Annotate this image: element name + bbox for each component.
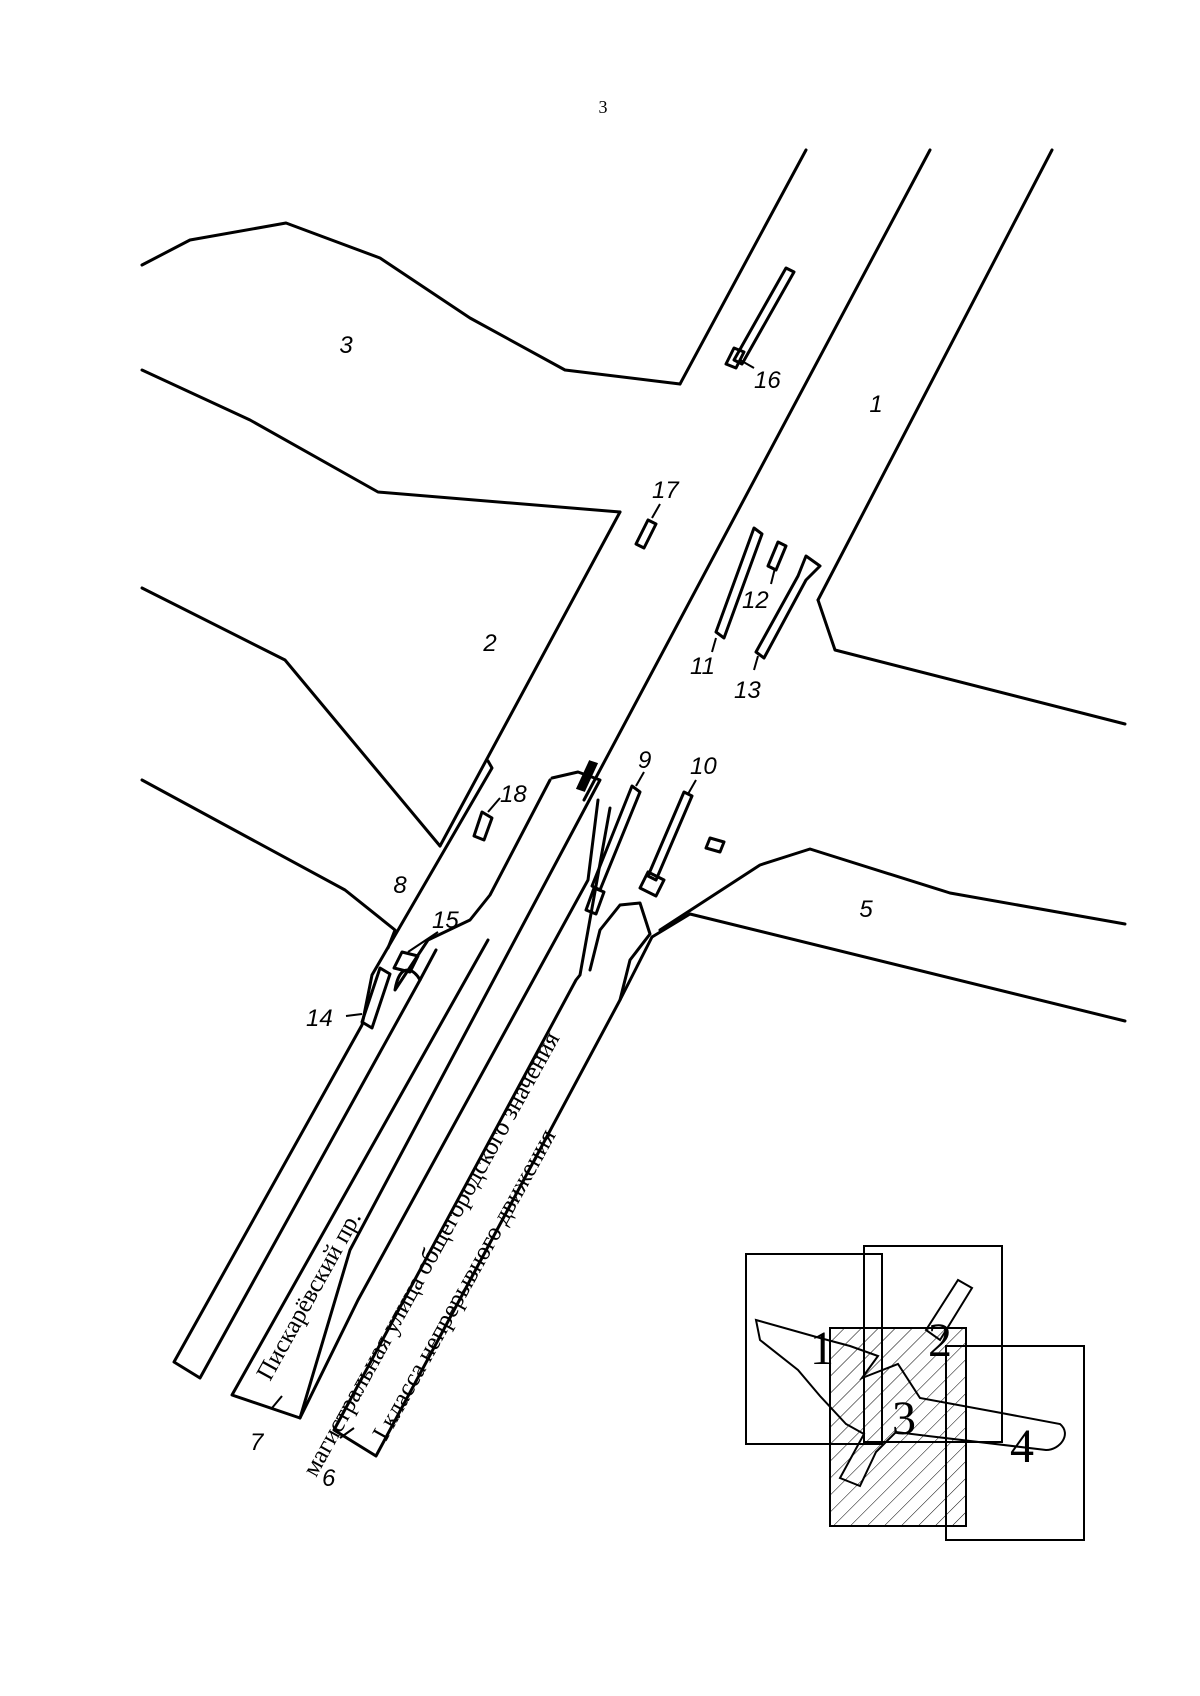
inset-sheet-label-1: 1 (810, 1322, 834, 1375)
street-2-edge-bottom (140, 778, 397, 950)
street-name-piskarevsky: Пискарёвский пр. (252, 1206, 367, 1384)
leader-10 (687, 779, 697, 795)
island-15 (392, 950, 420, 974)
leader-18 (487, 797, 501, 813)
leader-16 (739, 359, 755, 369)
zone-label-8: 8 (393, 872, 407, 899)
separator-16-end (724, 346, 746, 370)
island-9-end (584, 886, 606, 916)
lower-road-divider-2 (298, 798, 600, 1420)
island-10 (646, 790, 694, 882)
island-11 (714, 526, 764, 640)
inset-road-outline (754, 1318, 1066, 1488)
street-3-edge-top (140, 221, 682, 386)
inset-sheet-2 (863, 1245, 1003, 1443)
callout-12: 12 (742, 587, 769, 614)
leader-17 (651, 503, 661, 519)
inset-road-branch (924, 1278, 974, 1342)
island-12 (766, 540, 788, 572)
zone-label-2: 2 (482, 630, 496, 657)
island-18 (472, 810, 494, 842)
main-road-edge-left-upper (678, 148, 808, 386)
inset-sheet-label-3: 3 (892, 1392, 916, 1445)
callout-9: 9 (638, 747, 651, 774)
callout-10: 10 (690, 753, 717, 780)
main-road-centre-line (582, 148, 932, 802)
main-road-edge-right-lower (816, 598, 1127, 726)
callout-6: 6 (322, 1465, 336, 1492)
island-14 (360, 966, 392, 1030)
leader-12 (770, 567, 776, 585)
island-13 (754, 554, 822, 660)
main-road-edge-left-lower (438, 510, 622, 848)
callout-15: 15 (432, 907, 459, 934)
lower-road-divider-1 (230, 770, 602, 1420)
island-10-end (638, 870, 666, 898)
zone-label-1: 1 (869, 391, 882, 418)
inset-sheet-label-4: 4 (1010, 1420, 1034, 1473)
leader-6 (339, 1427, 355, 1439)
leader-13 (753, 655, 759, 671)
street-5-edge-bottom (650, 912, 1127, 1023)
callout-17: 17 (652, 477, 680, 504)
lower-road-island-left (393, 778, 552, 992)
street-2-edge-top (140, 586, 442, 848)
page-number: 3 (599, 97, 608, 117)
lower-road-edge-outer-left (172, 759, 494, 1380)
leader-11 (711, 637, 717, 653)
separator-16 (732, 266, 796, 366)
leader-9 (635, 771, 645, 787)
callout-14: 14 (306, 1005, 333, 1032)
lower-road-divider-3 (332, 806, 652, 1458)
callout-11: 11 (690, 653, 715, 680)
callout-16: 16 (754, 367, 781, 394)
leader-14 (345, 1013, 363, 1017)
island-17 (634, 518, 658, 550)
marker-bar (575, 760, 599, 792)
zone-label-3: 3 (339, 332, 353, 359)
main-road-edge-right-upper (816, 148, 1054, 602)
leader-7 (271, 1395, 283, 1409)
callout-7: 7 (250, 1429, 265, 1456)
callout-13: 13 (734, 677, 761, 704)
callout-18: 18 (500, 781, 527, 808)
street-3-edge-bottom (140, 368, 622, 514)
street-5-edge-top (658, 847, 1127, 932)
inset-sheet-label-2: 2 (928, 1314, 952, 1367)
sheet-layout-inset: 1 2 3 4 (745, 1245, 1085, 1541)
inset-sheet-4 (945, 1345, 1085, 1541)
small-island (704, 836, 726, 854)
leader-15 (407, 931, 439, 953)
zone-label-5: 5 (859, 896, 873, 923)
inset-sheet-1 (745, 1253, 883, 1445)
lower-road-edge-right (618, 935, 654, 1002)
